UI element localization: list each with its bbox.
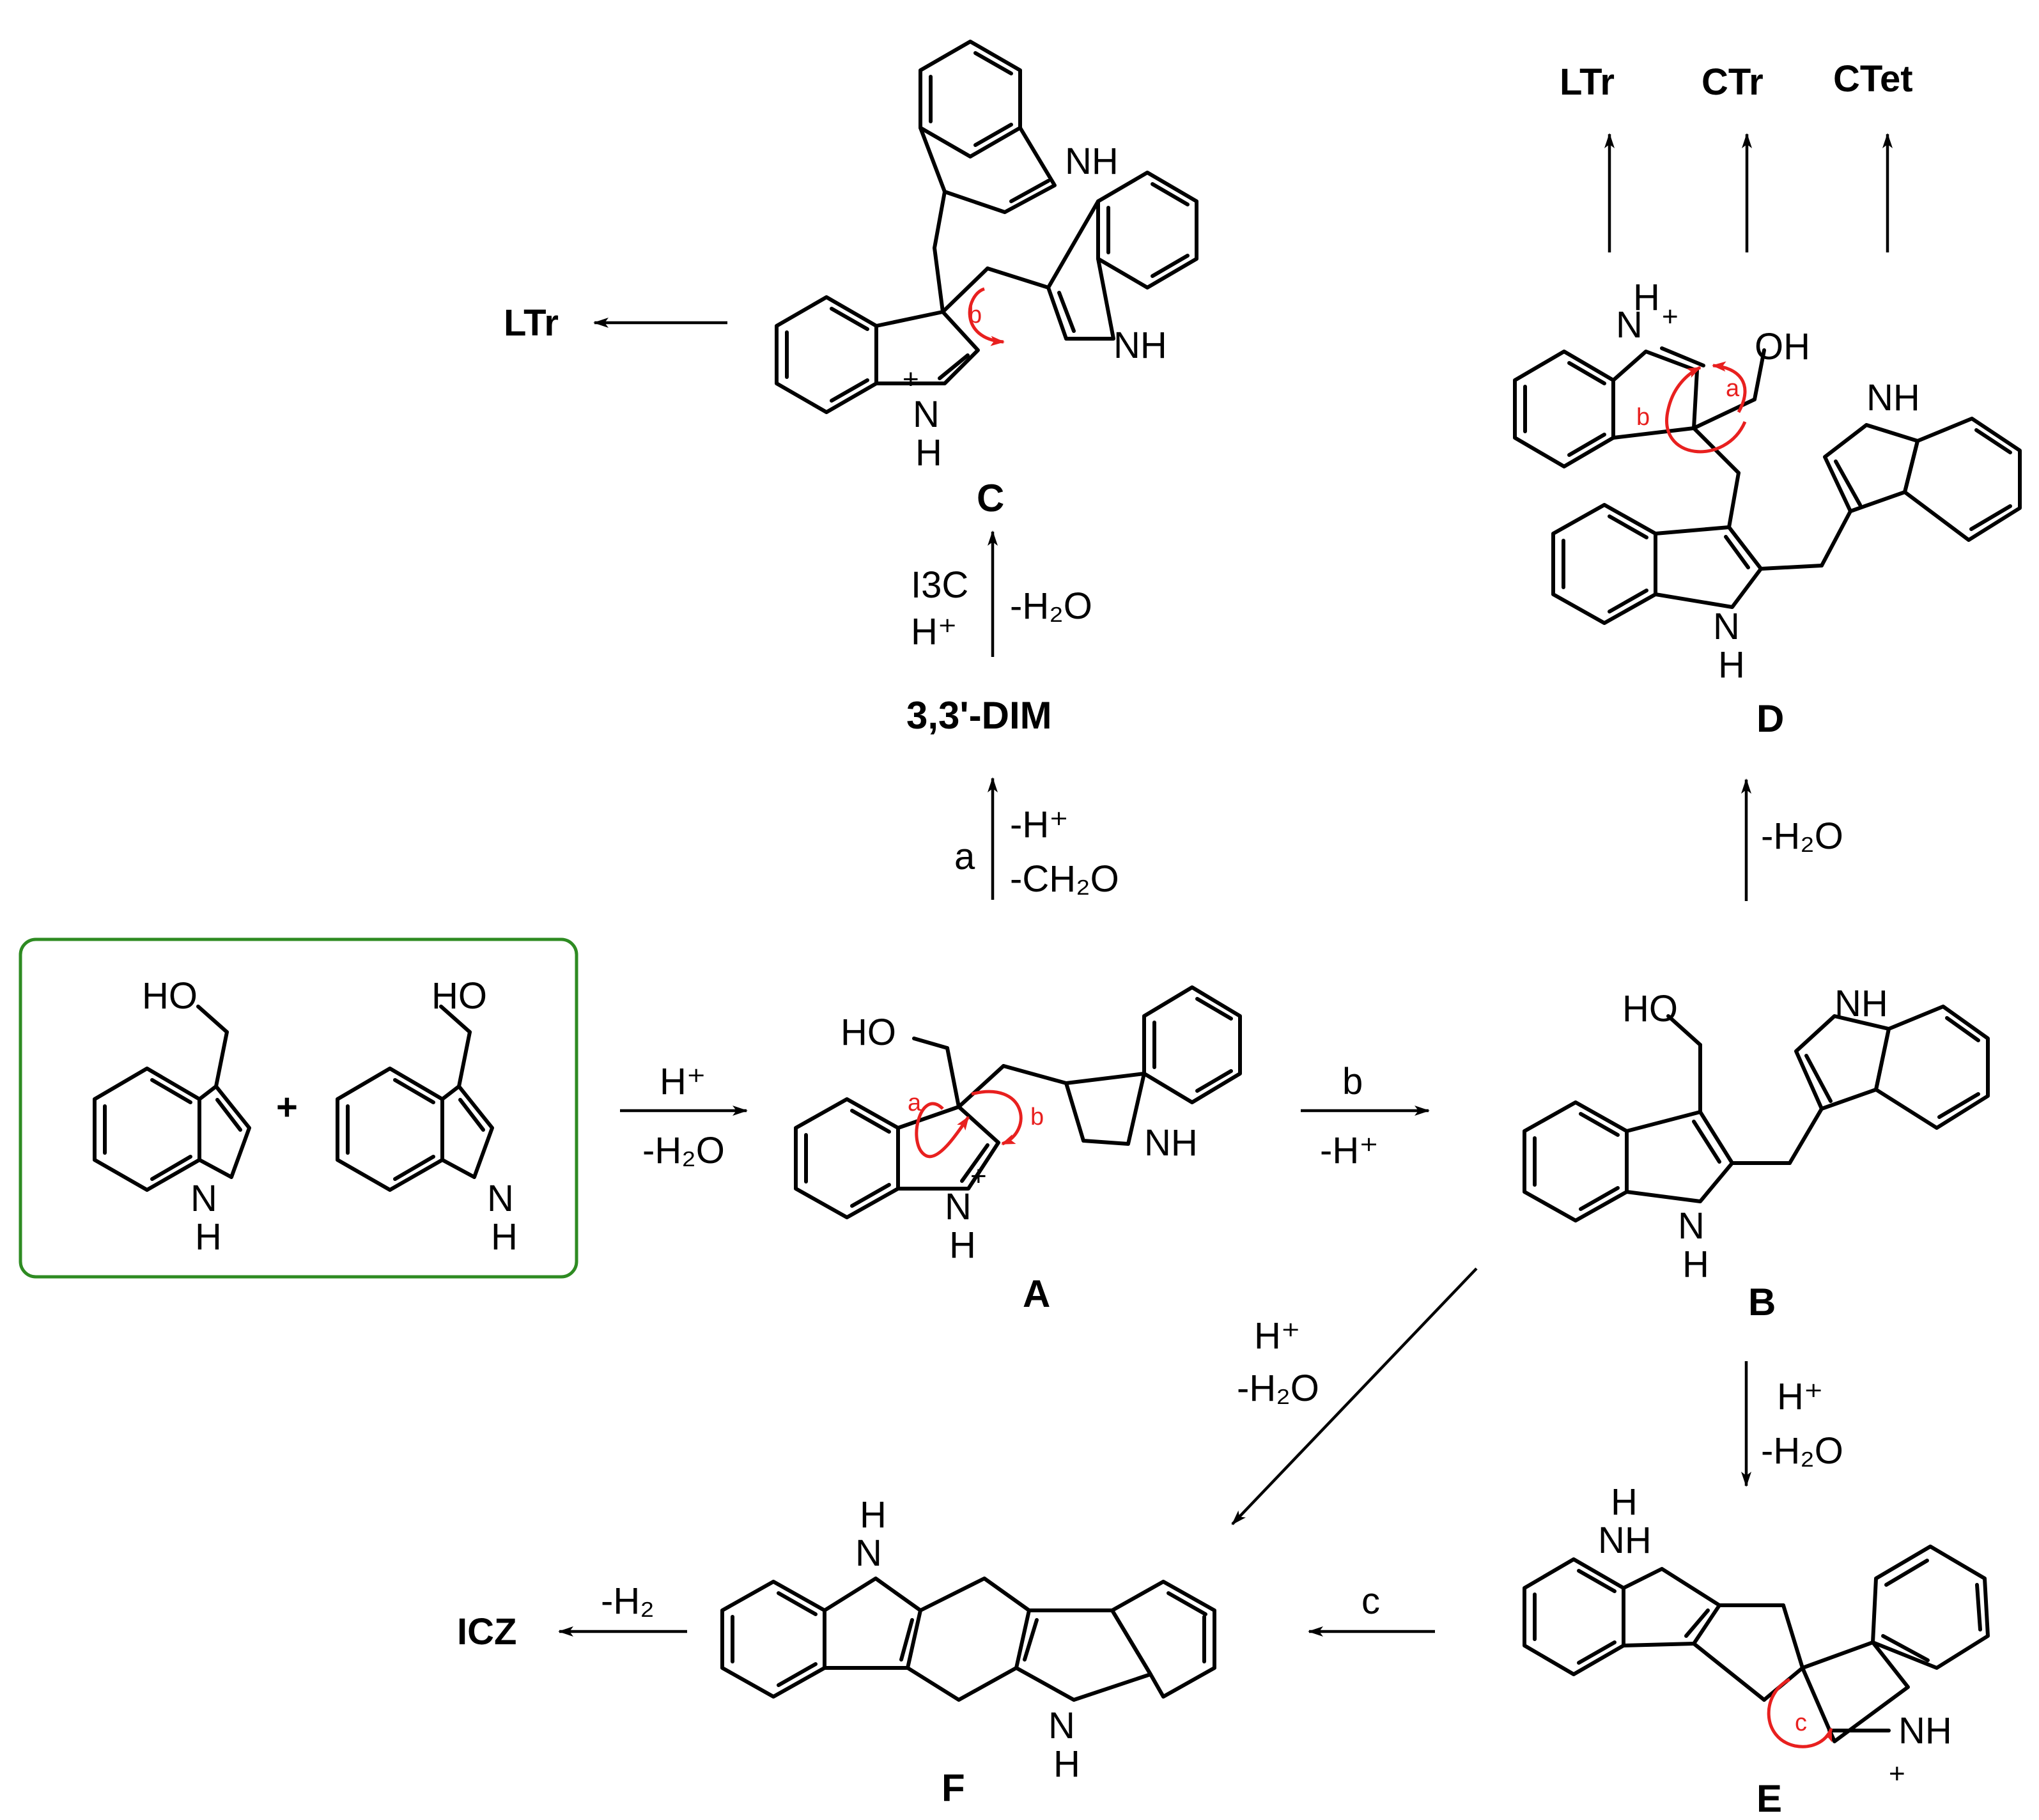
D-n-bottom: N xyxy=(1713,606,1740,647)
i3c-right-n-label: N xyxy=(487,1178,514,1219)
structure-F: N H N H xyxy=(720,1494,1216,1785)
B-h-label: H xyxy=(1682,1244,1709,1285)
E-nh-top: NH xyxy=(1598,1520,1652,1561)
A-ho-label: HO xyxy=(841,1012,896,1053)
i3c-structure-left: HO N H xyxy=(93,975,251,1258)
C-right-nh: NH xyxy=(1113,325,1167,366)
D-red-a: a xyxy=(1726,375,1740,402)
D-curly-arrow-a xyxy=(1712,361,1747,413)
A-nplus-label: N xyxy=(945,1186,972,1228)
cond-DIM-to-C-1: I3C xyxy=(911,564,968,606)
cond-DIM-to-C-2: H⁺ xyxy=(911,611,957,652)
cond-A-to-DIM-2: -CH₂O xyxy=(1010,858,1119,900)
cond-B-to-E-1: H⁺ xyxy=(1777,1376,1824,1417)
B-nh-top: NH xyxy=(1834,983,1888,1024)
cond-A-to-B-path: b xyxy=(1342,1061,1363,1102)
cond-E-to-F-path: c xyxy=(1361,1580,1380,1622)
E-h-top: H xyxy=(1611,1481,1638,1523)
product-LTr-top: LTr xyxy=(1560,61,1615,103)
label-E: E xyxy=(1756,1777,1782,1820)
A-plus-charge: + xyxy=(970,1161,987,1192)
C-plus-charge: + xyxy=(903,364,919,395)
D-h-top: H xyxy=(1633,277,1660,318)
C-curly-arrow-b xyxy=(968,287,1005,346)
cond-B-to-E-2: -H₂O xyxy=(1761,1430,1843,1472)
E-plus-charge: + xyxy=(1889,1758,1905,1789)
F-nh-top: N xyxy=(855,1532,882,1574)
D-curly-arrow-b xyxy=(1665,366,1747,454)
starting-material-box xyxy=(19,937,578,1279)
D-red-b: b xyxy=(1636,404,1650,431)
cond-F-to-ICZ: -H₂ xyxy=(601,1580,655,1622)
cond-B-to-D-1: -H₂O xyxy=(1761,815,1843,857)
A-red-a: a xyxy=(908,1090,922,1116)
structure-C: NH NH N + H b xyxy=(775,40,1198,474)
label-C: C xyxy=(977,477,1004,520)
C-h-label: H xyxy=(915,432,942,474)
cond-DIM-to-C-3: -H₂O xyxy=(1010,585,1092,627)
C-n-label: N xyxy=(913,394,940,435)
cond-B-to-F-2: -H₂O xyxy=(1237,1368,1319,1409)
F-nh-bottom: N xyxy=(1048,1705,1075,1747)
D-nh-top: NH xyxy=(1866,377,1920,419)
i3c-right-ho-label: HO xyxy=(431,975,487,1017)
A-nh-label: NH xyxy=(1144,1122,1198,1164)
A-curly-arrow-a xyxy=(915,1102,970,1159)
arrow-B-to-F xyxy=(1231,1267,1478,1525)
plus-sign: + xyxy=(276,1086,298,1128)
F-h-top: H xyxy=(860,1494,887,1536)
E-curly-arrow-c xyxy=(1767,1677,1833,1748)
cond-A-to-B-1: -H⁺ xyxy=(1320,1130,1379,1171)
E-red-c: c xyxy=(1795,1709,1807,1736)
D-h-bottom: H xyxy=(1718,644,1745,686)
product-LTr-left: LTr xyxy=(504,302,559,344)
structure-D: N H + OH NH N H a b xyxy=(1513,277,2022,686)
product-CTr: CTr xyxy=(1702,61,1764,103)
structure-E: NH H NH + c xyxy=(1523,1481,1990,1789)
cond-A-to-DIM-path: a xyxy=(954,836,975,877)
product-CTet: CTet xyxy=(1833,58,1913,100)
D-plus-charge: + xyxy=(1662,301,1678,332)
i3c-left-n-label: N xyxy=(190,1178,217,1219)
A-h-label: H xyxy=(949,1224,976,1266)
label-DIM: 3,3'-DIM xyxy=(906,694,1052,737)
C-red-b: b xyxy=(968,302,982,328)
structure-A: HO NH N + H a b xyxy=(794,985,1242,1266)
D-oh-label: OH xyxy=(1755,326,1810,367)
cond-B-to-F-1: H⁺ xyxy=(1254,1315,1301,1357)
i3c-right-h-label: H xyxy=(491,1216,518,1258)
cond-box-to-A-1: H⁺ xyxy=(660,1061,706,1102)
cond-A-to-DIM-1: -H⁺ xyxy=(1010,804,1069,845)
E-nh-right: NH xyxy=(1898,1710,1952,1752)
D-n-label: N xyxy=(1616,304,1643,346)
B-ho-label: HO xyxy=(1622,988,1678,1030)
label-F: F xyxy=(942,1766,965,1809)
cond-box-to-A-2: -H₂O xyxy=(642,1130,725,1171)
structure-B: HO NH N H xyxy=(1523,983,1990,1285)
i3c-structure-right: HO N H xyxy=(336,975,518,1258)
product-ICZ: ICZ xyxy=(457,1611,516,1653)
i3c-left-ho-label: HO xyxy=(142,975,198,1017)
A-red-b: b xyxy=(1030,1104,1044,1130)
label-A: A xyxy=(1023,1272,1050,1315)
F-h-bottom: H xyxy=(1053,1743,1080,1785)
A-curly-arrow-b xyxy=(971,1090,1023,1146)
label-D: D xyxy=(1756,697,1784,740)
i3c-left-h-label: H xyxy=(195,1216,222,1258)
C-top-nh: NH xyxy=(1065,141,1119,182)
label-B: B xyxy=(1748,1281,1776,1323)
B-n-label: N xyxy=(1678,1205,1705,1247)
